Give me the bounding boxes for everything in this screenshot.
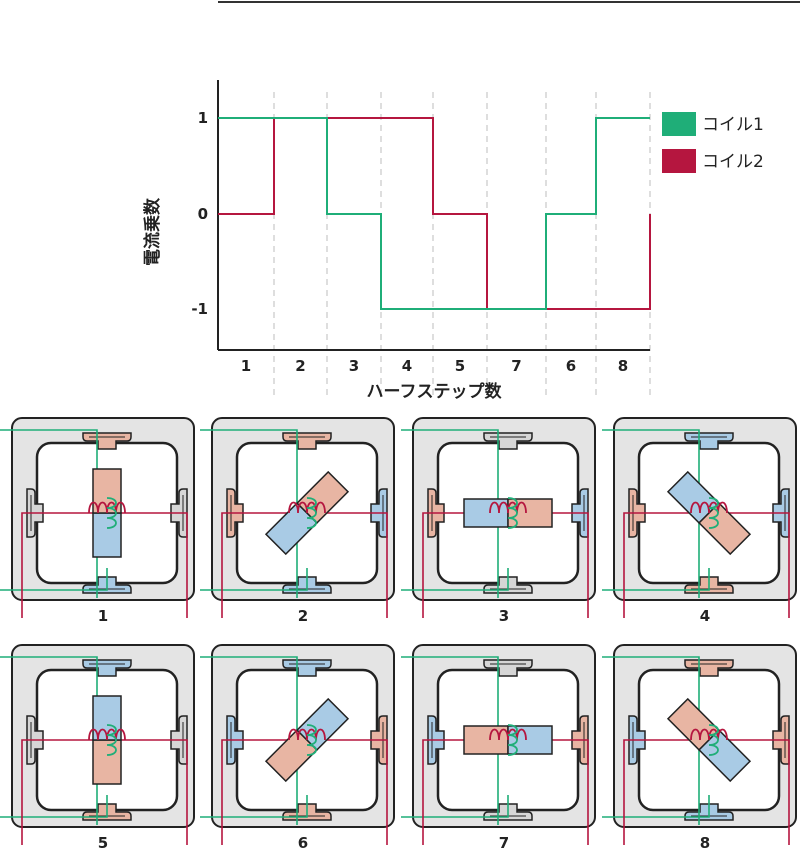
coil1-winding — [106, 497, 117, 529]
panel-label: 1 — [98, 607, 108, 625]
panel-label: 5 — [98, 834, 108, 852]
coil1-winding-group — [306, 724, 317, 756]
x-tick-labels: 1 2 3 4 5 7 6 8 — [241, 357, 628, 375]
stator-pole-top — [684, 659, 734, 677]
rotor-panel-2: 2 — [200, 417, 395, 625]
chart-legend: コイル1 コイル2 — [662, 112, 764, 173]
coil1-winding-group — [507, 724, 518, 756]
coil2-winding — [690, 501, 728, 514]
chart-gridlines — [273, 92, 651, 400]
x-tick-label: 8 — [618, 357, 628, 375]
rotor-panel-5: 5 — [0, 644, 195, 852]
coil-windings — [88, 497, 126, 529]
coil1-winding-group — [306, 497, 317, 529]
series-line-1 — [218, 117, 650, 310]
x-tick-label: 7 — [511, 357, 521, 375]
rotor-panel-3: 3 — [401, 417, 596, 625]
coil-windings — [288, 497, 326, 529]
coil1-winding — [708, 497, 719, 529]
legend-label: コイル2 — [702, 152, 764, 172]
coil-windings — [288, 724, 326, 756]
rotor-half-a — [92, 739, 122, 785]
coil1-winding-group — [708, 497, 719, 529]
coil1-winding — [708, 724, 719, 756]
y-tick-label: 1 — [198, 109, 208, 127]
coil2-winding — [88, 728, 126, 741]
legend-swatch — [662, 112, 696, 136]
coil1-wire — [401, 656, 499, 825]
coil1-winding-group — [106, 724, 117, 756]
y-axis-title: 電流乗数 — [142, 197, 163, 266]
coil1-winding — [507, 497, 518, 529]
coil-windings — [690, 724, 728, 756]
legend-swatch — [662, 149, 696, 173]
rotor — [463, 498, 553, 528]
coil1-return — [200, 568, 308, 591]
y-tick-label: 0 — [198, 205, 208, 223]
x-tick-label: 5 — [455, 357, 465, 375]
stator-pole-top — [282, 659, 332, 677]
coil1-winding-group — [507, 497, 518, 529]
coil2-winding — [489, 501, 527, 514]
coil2-winding — [489, 728, 527, 741]
coil1-wire — [602, 656, 700, 825]
rotor-panel-8: 8 — [602, 644, 797, 852]
coil1-winding — [306, 724, 317, 756]
rotor — [92, 695, 122, 785]
x-axis-title: ハーフステップ数 — [367, 381, 503, 402]
coil1-winding — [106, 724, 117, 756]
rotor-panel-7: 7 — [401, 644, 596, 852]
panel-label: 4 — [700, 607, 710, 625]
coil1-return — [0, 795, 108, 818]
coil1-winding — [507, 724, 518, 756]
coil2-winding — [288, 501, 326, 514]
rotor-diagram-grid: 1 2 3 4 5 6 7 8 — [0, 417, 797, 852]
panel-label: 6 — [298, 834, 308, 852]
stator-pole-top — [483, 659, 533, 677]
coil1-winding-group — [708, 724, 719, 756]
x-tick-label: 3 — [349, 357, 359, 375]
rotor-panel-4: 4 — [602, 417, 797, 625]
panel-label: 8 — [700, 834, 710, 852]
coil-windings — [489, 497, 527, 529]
x-tick-label: 1 — [241, 357, 251, 375]
coil2-winding — [288, 728, 326, 741]
coil1-return — [602, 568, 710, 591]
stator-pole-top — [483, 432, 533, 450]
rotor-half-a — [92, 512, 122, 558]
panel-label: 3 — [499, 607, 509, 625]
legend-label: コイル1 — [702, 115, 764, 135]
coil1-wire — [401, 429, 499, 598]
stator-pole-top — [684, 432, 734, 450]
coil1-return — [602, 795, 710, 818]
coil1-wire — [602, 429, 700, 598]
coil1-return — [401, 568, 509, 591]
x-tick-label: 4 — [402, 357, 412, 375]
coil1-return — [0, 568, 108, 591]
y-tick-label: -1 — [191, 300, 208, 318]
coil1-winding-group — [106, 497, 117, 529]
x-tick-label: 6 — [566, 357, 576, 375]
coil2-winding — [88, 501, 126, 514]
coil-windings — [690, 497, 728, 529]
rotor-panel-1: 1 — [0, 417, 195, 625]
x-tick-label: 2 — [295, 357, 305, 375]
y-tick-labels: 1 0 -1 — [191, 109, 208, 318]
coil1-return — [200, 795, 308, 818]
coil-windings — [88, 724, 126, 756]
rotor-panel-6: 6 — [200, 644, 395, 852]
stator-pole-top — [282, 432, 332, 450]
chart-series — [218, 117, 651, 310]
stator-pole-top — [82, 659, 132, 677]
coil-windings — [489, 724, 527, 756]
stator-pole-top — [82, 432, 132, 450]
current-chart: 1 0 -1 1 2 3 4 5 7 6 8 電流乗数 ハーフステップ数 コイル1 コイル2 — [142, 80, 764, 402]
coil1-winding — [306, 497, 317, 529]
panel-label: 2 — [298, 607, 308, 625]
coil2-winding — [690, 728, 728, 741]
coil1-return — [401, 795, 509, 818]
panel-label: 7 — [499, 834, 509, 852]
